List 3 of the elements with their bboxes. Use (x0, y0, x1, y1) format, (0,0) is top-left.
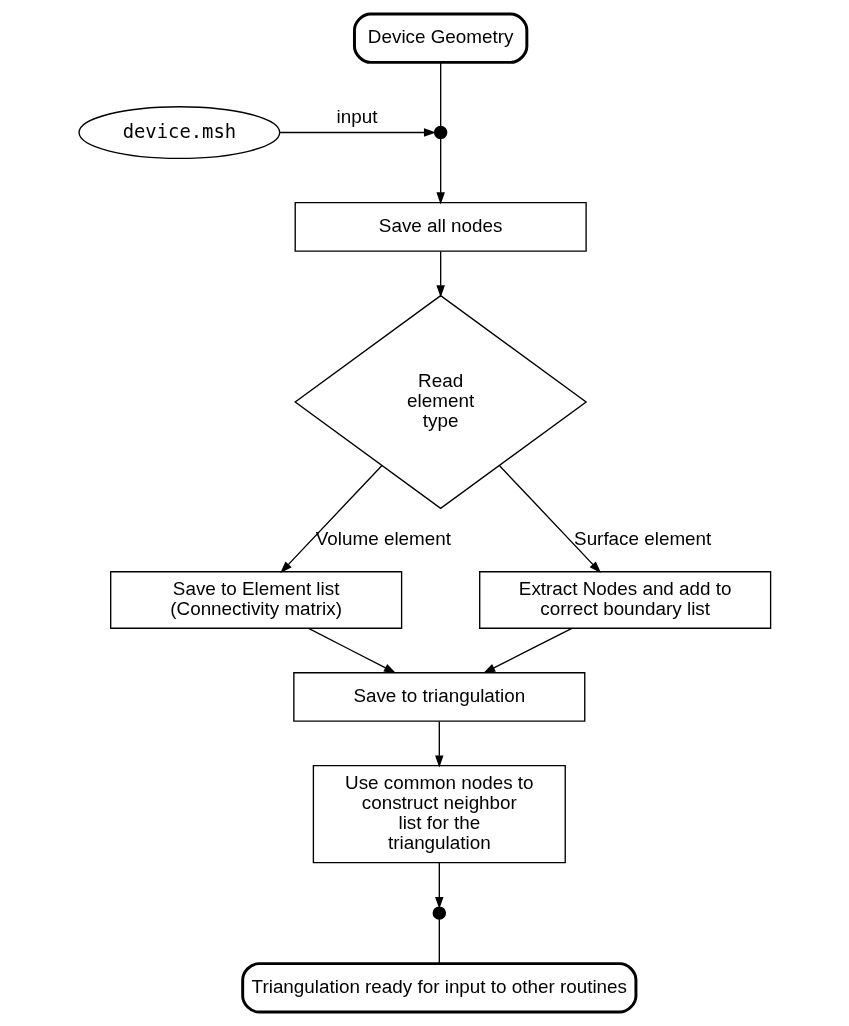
edge-label: Surface element (573, 528, 711, 550)
edge-label: input (336, 106, 377, 128)
edge-label: Volume element (315, 528, 451, 550)
